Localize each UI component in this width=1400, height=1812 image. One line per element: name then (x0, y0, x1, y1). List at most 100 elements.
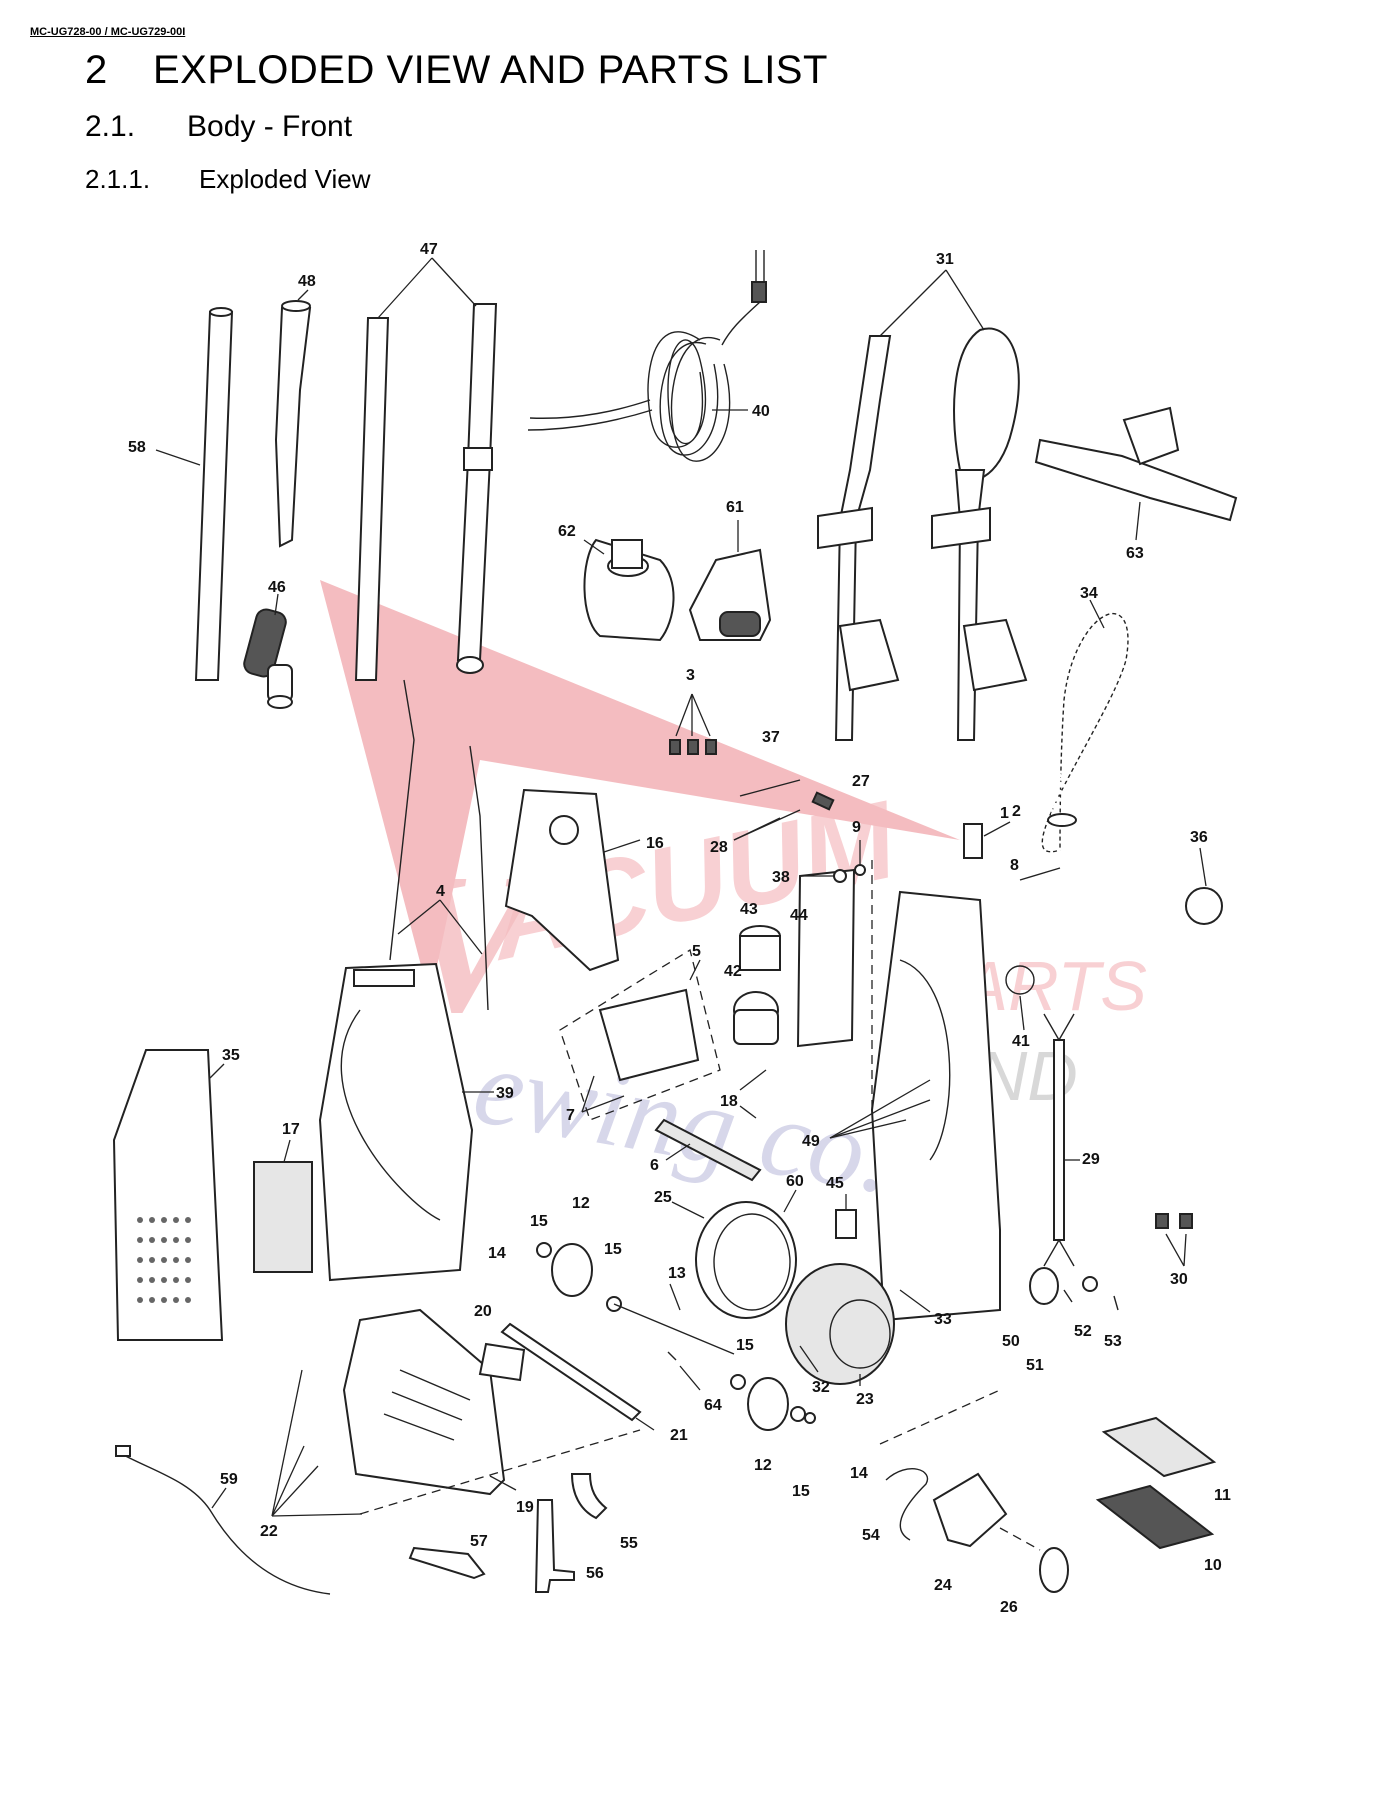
subsection-title: Body - Front (187, 110, 353, 143)
part-43-42-44-cyclone-parts (733, 868, 856, 1048)
part-59-wire (115, 1445, 331, 1595)
subsubsection-title: Exploded View (199, 164, 371, 194)
callout-31: 31 (936, 251, 954, 268)
part-2-bracket (963, 821, 1011, 859)
callout-15-a: 15 (530, 1213, 548, 1230)
part-7-screws (581, 1075, 625, 1113)
part-1-main-body (870, 860, 1001, 1322)
callout-14-left: 14 (488, 1245, 506, 1262)
subsection-number: 2.1. (85, 110, 136, 143)
callout-16: 16 (646, 835, 664, 852)
callout-44: 44 (790, 907, 808, 924)
callout-17: 17 (282, 1121, 300, 1138)
callout-40: 40 (752, 403, 770, 420)
part-34-hose (1033, 599, 1137, 861)
part-32-leader (799, 1345, 819, 1373)
callout-33: 33 (934, 1311, 952, 1328)
section-title: EXPLODED VIEW AND PARTS LIST (153, 48, 828, 92)
callout-28: 28 (710, 839, 728, 856)
callout-52: 52 (1074, 1323, 1092, 1340)
callout-36: 36 (1190, 829, 1208, 846)
callout-12-upper: 12 (572, 1195, 590, 1212)
part-35-filter-cover (112, 1049, 225, 1341)
part-11-filter-pad (1101, 1416, 1217, 1478)
part-29-wand (1043, 1013, 1080, 1267)
part-64-screw (667, 1351, 701, 1391)
part-20-plate (478, 1342, 526, 1382)
callout-60: 60 (786, 1173, 804, 1190)
subsubsection-heading: 2.1.1. Exploded View (85, 164, 371, 195)
part-25-60-motor-rings (671, 1189, 797, 1319)
subsection-heading: 2.1. Body - Front (85, 110, 352, 144)
part-47-tubes (354, 257, 498, 681)
callout-12-lower: 12 (754, 1457, 772, 1474)
part-26-wheel (1039, 1547, 1069, 1593)
callout-2: 2 (1012, 803, 1021, 820)
callout-43: 43 (740, 901, 758, 918)
callout-37: 37 (762, 729, 780, 746)
part-48-crevice-tool (274, 289, 312, 548)
part-45-carbon-brush (835, 1194, 857, 1239)
part-39-front-cover (318, 962, 494, 1282)
callout-64: 64 (704, 1397, 722, 1414)
callout-14-right: 14 (850, 1465, 868, 1482)
subsubsection-number: 2.1.1. (85, 164, 151, 194)
part-30-nozzles (1155, 1213, 1193, 1267)
part-36-hose-clip (1185, 847, 1223, 925)
part-38-cap (800, 869, 847, 883)
callout-1: 1 (1000, 805, 1009, 822)
callout-8: 8 (1010, 857, 1019, 874)
callout-15-b: 15 (604, 1241, 622, 1258)
callout-5: 5 (692, 943, 701, 960)
callout-18: 18 (720, 1093, 738, 1110)
part-22-screws (271, 1369, 641, 1517)
callout-62: 62 (558, 523, 576, 540)
callout-19: 19 (516, 1499, 534, 1516)
callout-labels: 1 2 3 4 5 6 7 8 9 10 11 12 12 13 14 14 1… (128, 241, 1231, 1616)
part-63-floor-tool (1034, 406, 1238, 541)
part-56-bracket (534, 1499, 575, 1593)
callout-57: 57 (470, 1533, 488, 1550)
part-17-filter (253, 1139, 313, 1273)
part-12-13-14-15-brush-roll (536, 1242, 816, 1431)
callout-15-d: 15 (792, 1483, 810, 1500)
part-28-screws (733, 809, 801, 841)
callout-11: 11 (1214, 1487, 1231, 1504)
part-62-turbo-tool (583, 538, 675, 642)
part-19-base-housing (342, 1308, 517, 1496)
callout-46: 46 (268, 579, 286, 596)
callout-45: 45 (826, 1175, 844, 1192)
callout-41: 41 (1012, 1033, 1030, 1050)
callout-38: 38 (772, 869, 790, 886)
part-16-bag-holder (504, 788, 641, 972)
callout-34: 34 (1080, 585, 1098, 602)
callout-10: 10 (1204, 1557, 1222, 1574)
callout-32: 32 (812, 1379, 830, 1396)
part-4-seals (389, 679, 489, 1011)
callout-54: 54 (862, 1527, 880, 1544)
callout-48: 48 (298, 273, 316, 290)
callout-3: 3 (686, 667, 695, 684)
section-number: 2 (85, 48, 108, 92)
callout-15-c: 15 (736, 1337, 754, 1354)
callout-27: 27 (852, 773, 870, 790)
callout-13: 13 (668, 1265, 686, 1282)
part-54-belt (879, 1389, 1001, 1541)
callout-4: 4 (436, 883, 445, 900)
callout-55: 55 (620, 1535, 638, 1552)
callout-23: 23 (856, 1391, 874, 1408)
part-5-bag-door (559, 948, 721, 1121)
part-23-motor (785, 1263, 895, 1386)
callout-7: 7 (566, 1107, 575, 1124)
part-55-clip (570, 1473, 608, 1520)
part-18-screws (739, 1069, 767, 1119)
part-61-stair-tool (688, 520, 772, 641)
callout-26: 26 (1000, 1599, 1018, 1616)
callout-24: 24 (934, 1577, 952, 1594)
callout-20: 20 (474, 1303, 492, 1320)
callout-61: 61 (726, 499, 744, 516)
part-33-leader (899, 1289, 931, 1313)
callout-49: 49 (802, 1133, 820, 1150)
callout-21: 21 (670, 1427, 688, 1444)
